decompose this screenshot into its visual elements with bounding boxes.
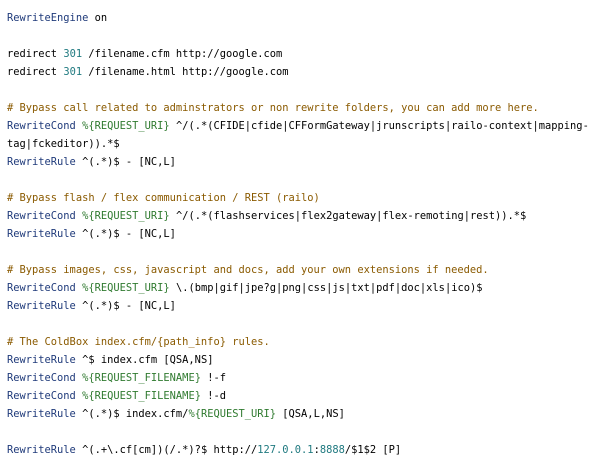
- token-variable: %{REQUEST_URI}: [188, 408, 277, 420]
- token-plain: tag|fckeditor)).*$: [7, 138, 120, 150]
- token-directive: RewriteRule: [7, 300, 76, 312]
- code-line: RewriteCond %{REQUEST_URI} ^/(.*(flashse…: [7, 207, 600, 225]
- token-directive: RewriteRule: [7, 228, 76, 240]
- token-directive: RewriteRule: [7, 444, 76, 456]
- code-line: RewriteCond %{REQUEST_URI} \.(bmp|gif|jp…: [7, 279, 600, 297]
- token-directive: RewriteRule: [7, 354, 76, 366]
- token-directive: RewriteRule: [7, 408, 76, 420]
- token-variable: %{REQUEST_FILENAME}: [82, 372, 201, 384]
- token-plain: !-d: [200, 390, 226, 402]
- token-plain: ^/(.*(flashservices|flex2gateway|flex-re…: [169, 210, 527, 222]
- token-directive: RewriteCond: [7, 282, 76, 294]
- token-plain: :: [313, 444, 320, 456]
- token-plain: redirect: [7, 66, 64, 78]
- token-number: 127.0.0.1: [257, 444, 314, 456]
- token-variable: %{REQUEST_URI}: [82, 210, 170, 222]
- blank-line: [7, 27, 600, 45]
- code-line: RewriteEngine on: [7, 9, 600, 27]
- blank-line: [7, 81, 600, 99]
- token-plain: /$1$2 [P]: [344, 444, 402, 456]
- code-line: # Bypass call related to adminstrators o…: [7, 99, 600, 117]
- code-line: RewriteCond %{REQUEST_URI} ^/(.*(CFIDE|c…: [7, 117, 600, 135]
- token-comment: # Bypass call related to adminstrators o…: [7, 102, 539, 114]
- code-line: redirect 301 /filename.cfm http://google…: [7, 45, 600, 63]
- code-line: RewriteRule ^(.+\.cf[cm])(/.*)?$ http://…: [7, 441, 600, 459]
- code-line: RewriteRule ^(.*)$ - [NC,L]: [7, 153, 600, 171]
- token-plain: redirect: [7, 48, 64, 60]
- code-line: RewriteRule ^(.*)$ - [NC,L]: [7, 297, 600, 315]
- code-line: RewriteRule ^$ index.cfm [QSA,NS]: [7, 351, 600, 369]
- code-line: redirect 301 /filename.html http://googl…: [7, 63, 600, 81]
- token-directive: RewriteEngine: [7, 12, 89, 24]
- token-comment: # Bypass flash / flex communication / RE…: [7, 192, 320, 204]
- token-plain: !-f: [200, 372, 226, 384]
- code-line: RewriteRule ^(.*)$ index.cfm/%{REQUEST_U…: [7, 405, 600, 423]
- token-plain: /filename.cfm http://google.com: [82, 48, 283, 60]
- token-directive: RewriteCond: [7, 210, 76, 222]
- blank-line: [7, 315, 600, 333]
- token-plain: ^(.*)$ - [NC,L]: [75, 300, 176, 312]
- token-comment: # The ColdBox index.cfm/{path_info} rule…: [7, 336, 270, 348]
- code-line: # Bypass flash / flex communication / RE…: [7, 189, 600, 207]
- token-number: 301: [63, 66, 83, 78]
- token-number: 8888: [319, 444, 345, 456]
- token-variable: %{REQUEST_URI}: [82, 282, 170, 294]
- code-line: RewriteRule ^(.*)$ - [NC,L]: [7, 225, 600, 243]
- token-directive: RewriteCond: [7, 390, 76, 402]
- code-line: # The ColdBox index.cfm/{path_info} rule…: [7, 333, 600, 351]
- token-variable: %{REQUEST_FILENAME}: [82, 390, 201, 402]
- token-plain: ^(.*)$ index.cfm/: [75, 408, 189, 420]
- token-directive: RewriteCond: [7, 120, 76, 132]
- token-plain: \.(bmp|gif|jpe?g|png|css|js|txt|pdf|doc|…: [169, 282, 483, 294]
- blank-line: [7, 423, 600, 441]
- token-plain: on: [88, 12, 108, 24]
- code-line: RewriteCond %{REQUEST_FILENAME} !-f: [7, 369, 600, 387]
- token-comment: # Bypass images, css, javascript and doc…: [7, 264, 489, 276]
- code-line: # Bypass images, css, javascript and doc…: [7, 261, 600, 279]
- token-plain: ^(.*)$ - [NC,L]: [75, 156, 176, 168]
- token-plain: /filename.html http://google.com: [82, 66, 289, 78]
- token-variable: %{REQUEST_URI}: [82, 120, 170, 132]
- blank-line: [7, 171, 600, 189]
- token-plain: [QSA,L,NS]: [276, 408, 345, 420]
- blank-line: [7, 243, 600, 261]
- token-plain: ^(.*)$ - [NC,L]: [75, 228, 176, 240]
- code-line: tag|fckeditor)).*$: [7, 135, 600, 153]
- token-number: 301: [63, 48, 83, 60]
- token-plain: ^(.+\.cf[cm])(/.*)?$ http://: [75, 444, 258, 456]
- code-line: RewriteCond %{REQUEST_FILENAME} !-d: [7, 387, 600, 405]
- token-directive: RewriteRule: [7, 156, 76, 168]
- token-plain: ^$ index.cfm [QSA,NS]: [75, 354, 214, 366]
- token-directive: RewriteCond: [7, 372, 76, 384]
- token-plain: ^/(.*(CFIDE|cfide|CFFormGateway|jrunscri…: [169, 120, 589, 132]
